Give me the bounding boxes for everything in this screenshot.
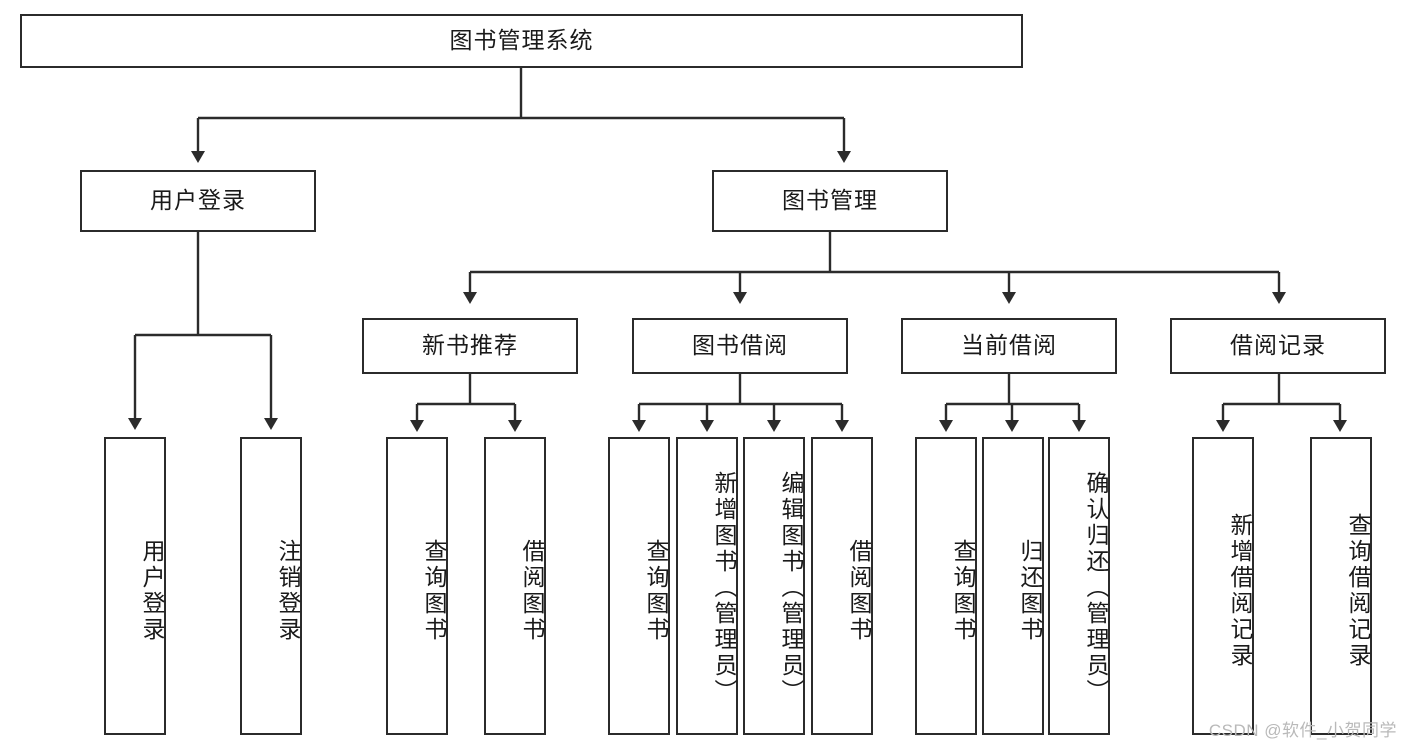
node-leaf-logout-login[interactable]: 注销登录 [240, 437, 302, 735]
node-leaf-user-login[interactable]: 用户登录 [104, 437, 166, 735]
node-leaf-query-book-3[interactable]: 查询图书 [915, 437, 977, 735]
node-user-login[interactable]: 用户登录 [80, 170, 316, 232]
node-leaf-add-record[interactable]: 新增借阅记录 [1192, 437, 1254, 735]
node-book-borrow[interactable]: 图书借阅 [632, 318, 848, 374]
node-root[interactable]: 图书管理系统 [20, 14, 1023, 68]
node-book-manage[interactable]: 图书管理 [712, 170, 948, 232]
node-current-borrow[interactable]: 当前借阅 [901, 318, 1117, 374]
node-leaf-edit-book[interactable]: 编辑图书（管理员） [743, 437, 805, 735]
node-leaf-query-book-1[interactable]: 查询图书 [386, 437, 448, 735]
node-leaf-add-book[interactable]: 新增图书（管理员） [676, 437, 738, 735]
node-leaf-confirm-return[interactable]: 确认归还（管理员） [1048, 437, 1110, 735]
node-borrow-record[interactable]: 借阅记录 [1170, 318, 1386, 374]
node-leaf-query-book-2[interactable]: 查询图书 [608, 437, 670, 735]
node-leaf-borrow-book-1[interactable]: 借阅图书 [484, 437, 546, 735]
node-leaf-query-record[interactable]: 查询借阅记录 [1310, 437, 1372, 735]
node-leaf-return-book[interactable]: 归还图书 [982, 437, 1044, 735]
node-leaf-borrow-book-2[interactable]: 借阅图书 [811, 437, 873, 735]
node-new-book-rec[interactable]: 新书推荐 [362, 318, 578, 374]
csdn-watermark: CSDN @软件_小贺同学 [1208, 721, 1397, 740]
